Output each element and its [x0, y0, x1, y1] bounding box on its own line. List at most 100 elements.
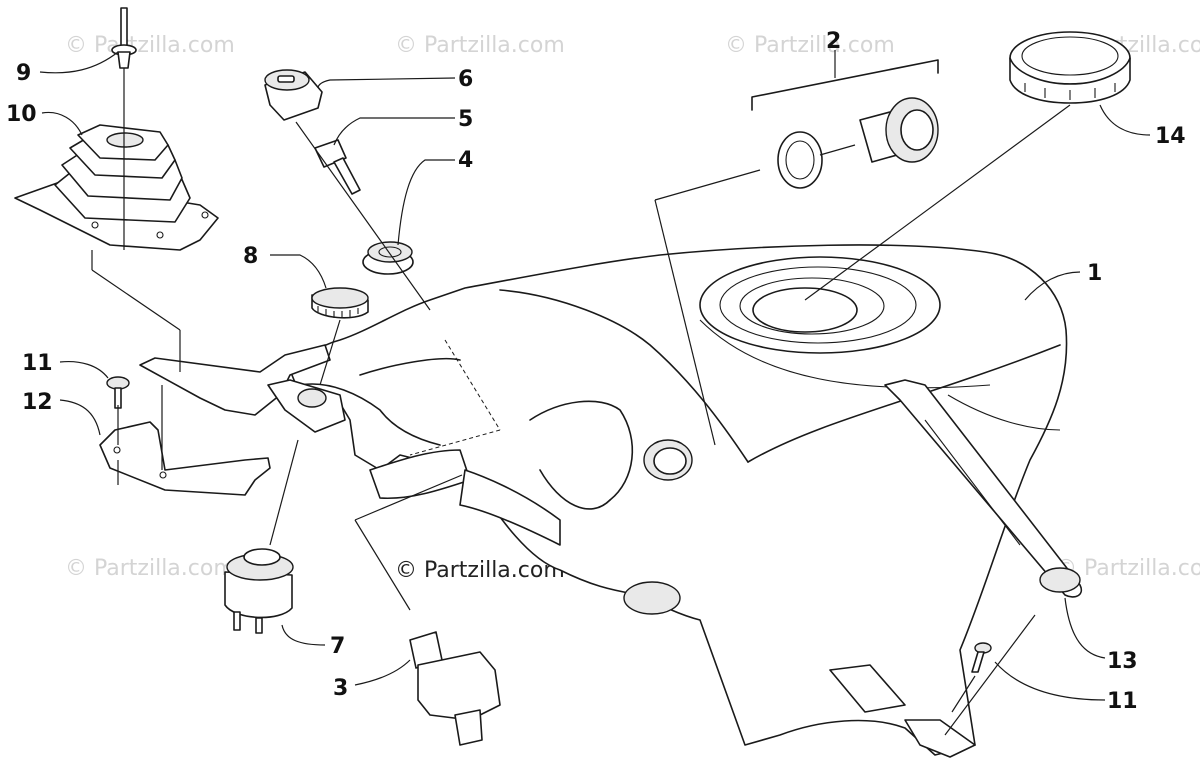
callout-leader [397, 159, 455, 246]
bracket-hole [113, 446, 121, 454]
strap-grommet [1039, 567, 1081, 593]
callout-leaders [39, 50, 1151, 701]
assembly-line [269, 439, 299, 546]
part-8-knob[interactable] [311, 287, 369, 319]
callout-11: 11 [22, 351, 53, 376]
part-6-ignition-cover[interactable] [264, 69, 323, 121]
part-3-sensor[interactable] [409, 631, 501, 746]
callout-leader [59, 399, 101, 436]
part-5-key[interactable] [314, 139, 361, 195]
part-10-shift-boot[interactable] [14, 124, 219, 251]
callout-leader [333, 117, 455, 146]
switch-key-barrel [243, 548, 281, 566]
knob-knurl [317, 306, 359, 318]
socket-nut [777, 131, 823, 189]
part-13-tank-strap[interactable] [884, 379, 1083, 598]
assembly-line [319, 319, 341, 386]
ring-ridges [1024, 83, 1116, 100]
tank-top-edge [499, 289, 749, 463]
assembly-lines [91, 68, 1071, 736]
filler-neck-opening [752, 287, 858, 333]
rivet-body [117, 51, 131, 69]
cowl-ridge [539, 469, 611, 510]
part-4-bezel-nut[interactable] [362, 241, 414, 275]
tank-contour [699, 319, 991, 389]
assembly-line [654, 199, 716, 446]
rear-tab [904, 719, 976, 758]
filler-recess-inner [739, 277, 885, 335]
hidden-line [444, 339, 501, 431]
part-12-mount-bracket[interactable] [99, 421, 271, 496]
sensor-hex [417, 651, 501, 721]
tank-side-edge [747, 344, 1061, 463]
front-bracket [459, 469, 561, 546]
cowl-ridge [529, 400, 634, 501]
rear-lip [829, 664, 906, 713]
watermark-main-text: © Partzilla.com [395, 558, 565, 583]
callout-leader [317, 77, 456, 89]
part-7-ignition-switch[interactable] [224, 548, 294, 634]
steering-opening [299, 383, 441, 446]
part-11-screw-upper[interactable] [106, 376, 130, 409]
callout-1: 1 [1087, 261, 1102, 286]
part-11-screw-lower[interactable] [971, 642, 992, 673]
callout-14: 14 [1155, 124, 1186, 149]
callout-leader [354, 659, 411, 686]
rivet-stem [120, 7, 128, 51]
bracket-hole [159, 471, 167, 479]
switch-terminal [233, 611, 241, 631]
callout-3: 3 [333, 676, 348, 701]
callout-leader [1099, 104, 1151, 136]
assembly-line [354, 474, 463, 521]
strap-body [884, 379, 1083, 598]
callout-leader [1064, 597, 1106, 659]
callout-leader [994, 661, 1106, 701]
nut-top [367, 241, 413, 263]
hidden-line [409, 429, 501, 456]
assembly-line [654, 169, 761, 201]
callout-leader [41, 111, 83, 136]
callout-4: 4 [458, 148, 473, 173]
boot-hole [201, 211, 209, 219]
watermark-text: © Partzilla.com [65, 33, 235, 58]
strap-slot [924, 419, 1021, 546]
part-2-power-socket[interactable] [751, 59, 939, 189]
watermark-text: © Partzilla.com [65, 556, 235, 581]
part-9-rivet[interactable] [111, 7, 137, 69]
ring-band [1009, 57, 1131, 104]
callout-8: 8 [243, 244, 258, 269]
ring-inner [1021, 36, 1119, 76]
assembly-line [951, 675, 976, 713]
callout-leader [1024, 271, 1081, 301]
callout-12: 12 [22, 390, 53, 415]
boot-hole [156, 231, 164, 239]
part-1-fuel-tank-cover[interactable] [289, 244, 1068, 758]
assembly-line [354, 519, 411, 611]
tank-outline [289, 244, 1068, 756]
boot-opening [106, 132, 144, 148]
socket-nut-inner [785, 140, 815, 180]
callout-2: 2 [826, 29, 841, 54]
group-bracket [751, 59, 939, 111]
bracket-plate [99, 421, 271, 496]
cover-slot [277, 75, 295, 83]
switch-terminal [255, 617, 263, 634]
callout-leader [281, 624, 326, 646]
nut-hole [378, 246, 402, 258]
center-bracket-plate [139, 344, 331, 416]
socket-cap-face [900, 109, 934, 151]
part-14-filler-ring[interactable] [1009, 31, 1131, 104]
steering-opening [359, 357, 461, 376]
watermark-text: © Partzilla.com [395, 33, 565, 58]
callout-11: 11 [1107, 689, 1138, 714]
assembly-line [944, 614, 1036, 736]
filler-recess-mid [719, 266, 917, 344]
tank-contour [947, 394, 1061, 431]
callout-labels: 1 2 3 4 5 6 7 8 9 10 11 12 13 11 14 [6, 29, 1186, 714]
callout-9: 9 [16, 61, 31, 86]
callout-6: 6 [458, 67, 473, 92]
callout-10: 10 [6, 102, 37, 127]
watermark-text: © Partzilla.com [725, 33, 895, 58]
assembly-line [295, 121, 431, 311]
